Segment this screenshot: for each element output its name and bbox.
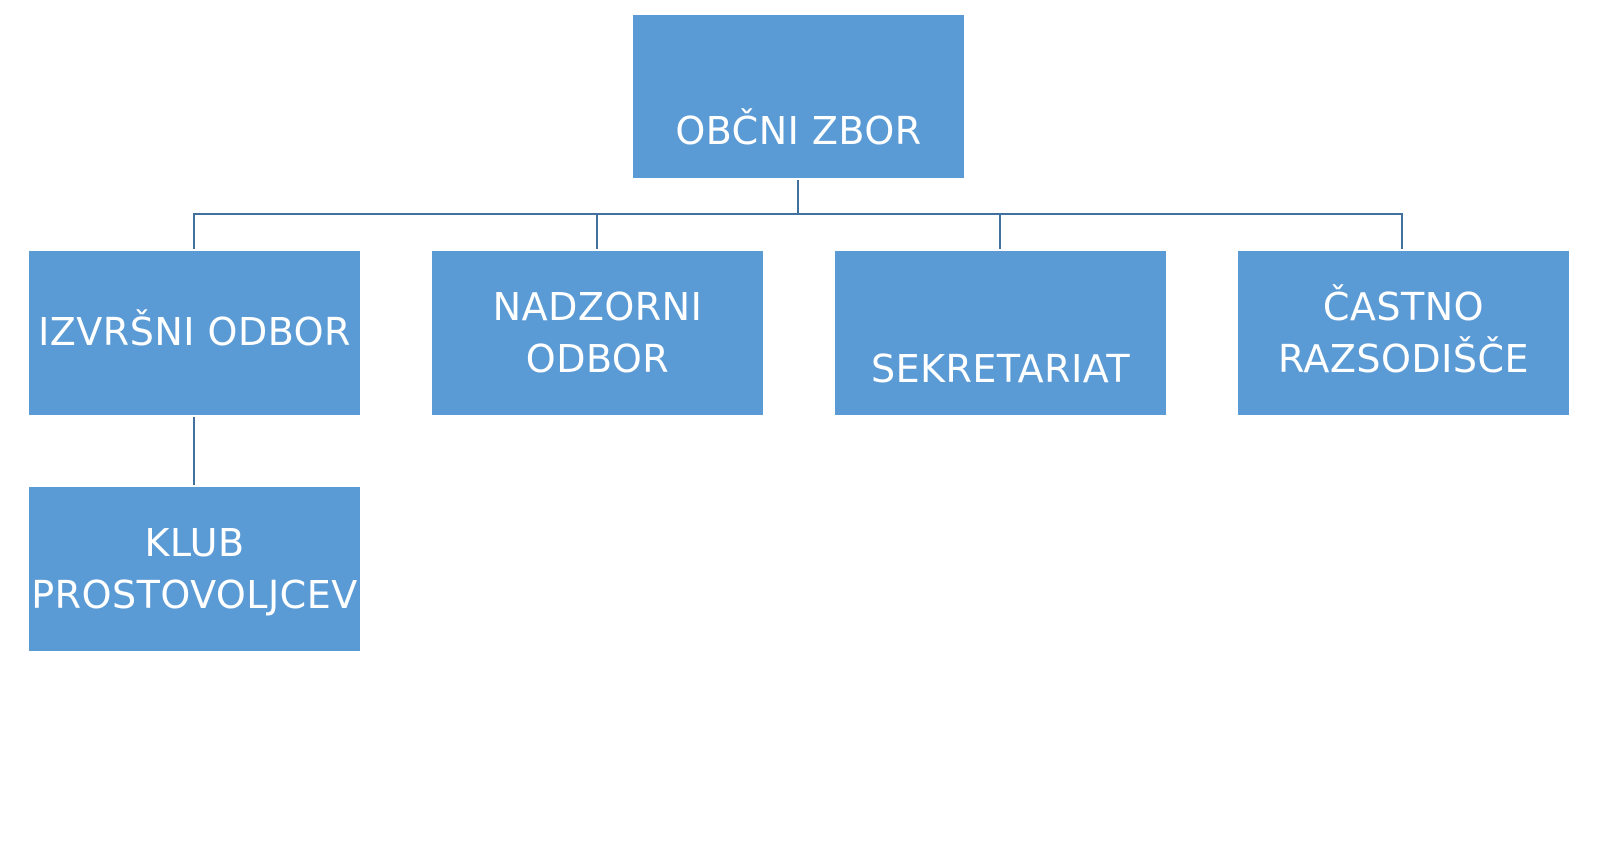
connector-root-down — [797, 180, 799, 215]
node-obcni-zbor: OBČNI ZBOR — [633, 15, 964, 178]
connector-drop-izvrsni-odbor — [193, 213, 195, 249]
connector-izvrsni-to-klub — [193, 417, 195, 485]
node-klub-prostovoljcev: KLUB PROSTOVOLJCEV — [29, 487, 360, 651]
connector-drop-castno-razsodisce — [1401, 213, 1403, 249]
node-label-line: RAZSODIŠČE — [1277, 337, 1530, 381]
node-label-line: PROSTOVOLJCEV — [31, 573, 358, 617]
node-label-line: SEKRETARIAT — [870, 347, 1131, 391]
node-nadzorni-odbor: NADZORNI ODBOR — [432, 251, 763, 415]
node-label-line: IZVRŠNI ODBOR — [38, 310, 351, 354]
node-label-line: NADZORNI — [492, 285, 703, 329]
connector-horizontal-bus — [193, 213, 1403, 215]
node-izvrsni-odbor: IZVRŠNI ODBOR — [29, 251, 360, 415]
node-sekretariat: SEKRETARIAT — [835, 251, 1166, 415]
connector-drop-sekretariat — [999, 213, 1001, 249]
node-label-line: ČASTNO — [1322, 285, 1485, 329]
connector-drop-nadzorni-odbor — [596, 213, 598, 249]
node-castno-razsodisce: ČASTNO RAZSODIŠČE — [1238, 251, 1569, 415]
node-label-line: KLUB — [144, 521, 245, 565]
node-label-line: ODBOR — [525, 337, 670, 381]
node-label-line: OBČNI ZBOR — [675, 109, 922, 153]
